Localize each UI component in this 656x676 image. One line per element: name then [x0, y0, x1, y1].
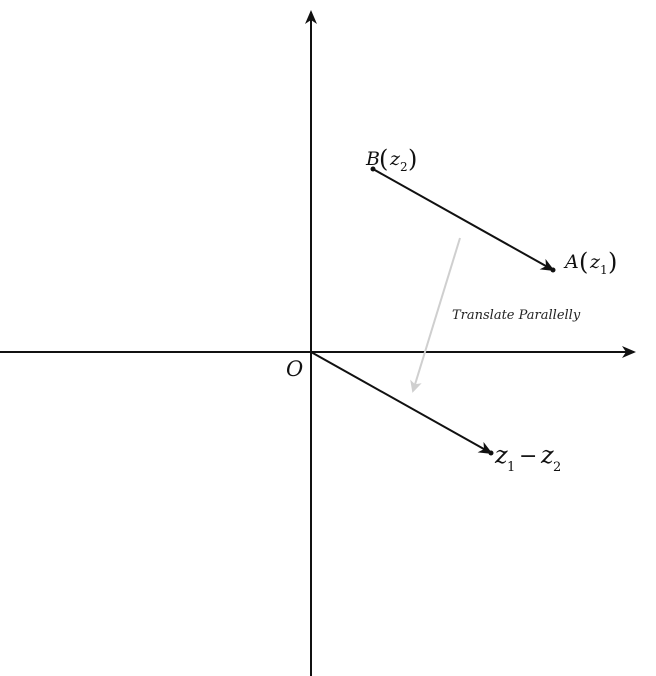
- point-a-subscript: 1: [600, 263, 608, 277]
- vector-o-to-difference: [310, 351, 493, 454]
- point-b-dot: [370, 166, 376, 172]
- translate-note: Translate Parallelly: [452, 308, 581, 323]
- origin-label: O: [286, 357, 303, 381]
- point-b-var: z: [389, 148, 401, 170]
- point-a-var: z: [589, 251, 601, 273]
- difference-point-dot: [488, 450, 494, 456]
- translate-arrow: [410, 237, 461, 393]
- point-b-close-paren: ): [408, 145, 417, 173]
- difference-var-2: z: [540, 441, 554, 469]
- point-a-close-paren: ): [608, 248, 617, 276]
- point-b-open-paren: (: [379, 145, 388, 173]
- point-b-letter: B: [365, 148, 380, 170]
- difference-label: z 1 − z 2: [494, 441, 561, 475]
- difference-operator: −: [519, 444, 537, 469]
- difference-subscript-1: 1: [507, 460, 515, 475]
- point-b-label: B ( z 2 ): [365, 145, 417, 174]
- difference-subscript-2: 2: [553, 460, 561, 475]
- point-a-open-paren: (: [579, 248, 588, 276]
- point-a-letter: A: [563, 251, 579, 273]
- point-a-dot: [550, 267, 556, 273]
- difference-var-1: z: [494, 441, 508, 469]
- point-b-subscript: 2: [400, 160, 408, 174]
- point-a-label: A ( z 1 ): [563, 248, 617, 277]
- vector-b-to-a: [372, 168, 555, 271]
